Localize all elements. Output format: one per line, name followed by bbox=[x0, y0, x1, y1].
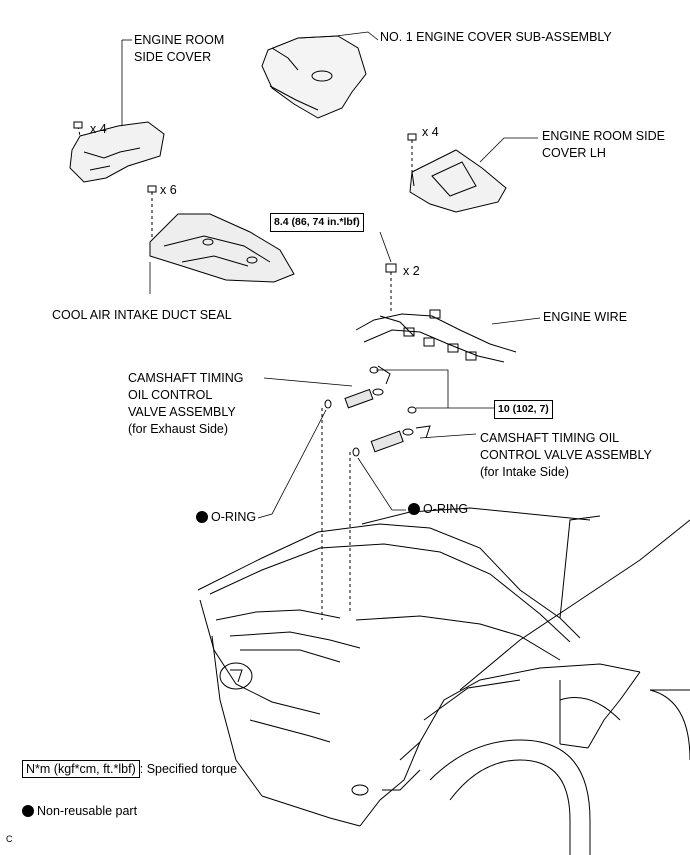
engine-room-side-cover-lh-part bbox=[409, 149, 507, 213]
label-engine-room-side-cover-lh: ENGINE ROOM SIDE COVER LH bbox=[542, 129, 665, 160]
vehicle-front-view bbox=[197, 507, 690, 855]
engine-room-side-cover-part bbox=[69, 121, 165, 183]
cool-air-intake-duct-seal-part bbox=[149, 213, 295, 283]
label-camshaft-exhaust: CAMSHAFT TIMING OIL CONTROL VALVE ASSEMB… bbox=[128, 371, 244, 436]
qty-engine-wire-nuts: x 2 bbox=[403, 264, 420, 278]
non-reusable-dot-icon bbox=[22, 805, 34, 817]
label-cool-air-intake-duct-seal: COOL AIR INTAKE DUCT SEAL bbox=[52, 308, 232, 322]
figure-code: C bbox=[6, 834, 13, 844]
legend-torque: N*m (kgf*cm, ft.*lbf): Specified torque bbox=[22, 760, 238, 778]
legend-non-reusable: Non-reusable part bbox=[22, 804, 137, 818]
qty-side-cover-bolts: x 4 bbox=[90, 122, 107, 136]
torque-engine-wire-nut: 8.4 (86, 74 in.*lbf) bbox=[270, 213, 364, 232]
legend-torque-desc: : Specified torque bbox=[139, 762, 238, 776]
non-reusable-dot-icon bbox=[408, 503, 420, 515]
camshaft-intake-valve-part bbox=[370, 406, 431, 453]
engine-wire-part bbox=[355, 309, 517, 363]
qty-duct-seal-bolts: x 6 bbox=[160, 183, 177, 197]
label-engine-room-side-cover: ENGINE ROOM SIDE COVER bbox=[134, 33, 225, 64]
torque-valve-bolt: 10 (102, 7) bbox=[494, 400, 553, 419]
camshaft-exhaust-valve-part bbox=[344, 365, 391, 409]
label-no1-engine-cover: NO. 1 ENGINE COVER SUB-ASSEMBLY bbox=[380, 30, 612, 44]
label-o-ring-right: O-RING bbox=[408, 501, 468, 518]
qty-side-cover-lh-bolts: x 4 bbox=[422, 125, 439, 139]
label-engine-wire: ENGINE WIRE bbox=[543, 310, 628, 324]
label-o-ring-left: O-RING bbox=[196, 509, 256, 526]
non-reusable-dot-icon bbox=[196, 511, 208, 523]
no1-engine-cover-part bbox=[261, 35, 367, 119]
legend-torque-unit: N*m (kgf*cm, ft.*lbf) bbox=[22, 760, 140, 778]
label-camshaft-intake: CAMSHAFT TIMING OIL CONTROL VALVE ASSEMB… bbox=[480, 431, 652, 479]
